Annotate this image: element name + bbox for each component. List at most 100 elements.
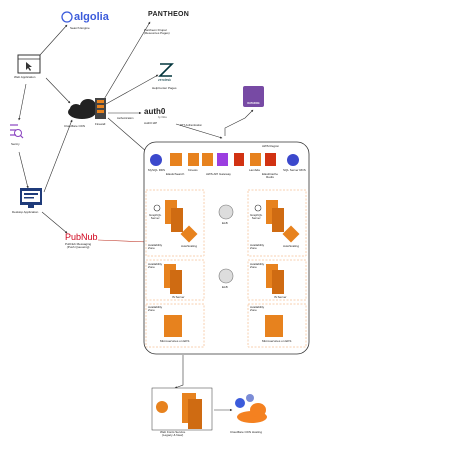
svc-label-api-gateway: AWS API Gateway: [206, 172, 231, 176]
datadog-icon: [243, 86, 264, 107]
left-zone-top: [145, 189, 205, 257]
cloudflare-cdn-icon: [68, 99, 96, 119]
left-microservices-icon: [164, 315, 182, 337]
edge-aws-webfonts: [174, 355, 184, 389]
left-zone2-label: Availability Zone: [148, 262, 163, 270]
svc-label-sql-server: SQL Server RDS: [283, 168, 306, 172]
left-graphql-label: GraphQL Server: [149, 213, 162, 221]
left-microservices-label: Microservices on EKS: [160, 339, 190, 343]
svc-label-kinesis: Kinesis: [188, 168, 198, 172]
right-autoscaling-icon: [282, 225, 300, 243]
right-autoscaling-label: AutoScaling: [283, 244, 300, 248]
elb-bottom-icon: [218, 268, 234, 284]
left-zone3-label: Availability Zone: [148, 305, 163, 313]
web-fonts-icon: [151, 387, 213, 431]
auth0-logo: auth0: [144, 107, 166, 116]
elasticsearch-icon: [170, 153, 182, 166]
datadog-logo: DATADOG: [247, 102, 260, 105]
left-is-server-icon-2: [170, 270, 182, 294]
graphql-icon: [153, 204, 161, 212]
edge-auth0-aws: [175, 123, 223, 139]
edge-sentry-desktop: [18, 151, 29, 189]
sentry-label: Sentry: [11, 142, 20, 146]
right-zone-mid: [247, 259, 307, 301]
edge-webapp-sentry: [18, 83, 27, 121]
graphql-server-icon-stack-r2: [272, 208, 284, 232]
edge-firewall-zendesk: [105, 74, 159, 105]
algolia-icon: [61, 11, 73, 23]
algolia-label: Search Engine: [70, 26, 90, 30]
right-zone-label: Availability Zone: [250, 243, 265, 251]
left-autoscaling-label: AutoScaling: [181, 244, 198, 248]
notification-icon: [234, 153, 244, 166]
left-zone-mid: [145, 259, 205, 301]
zendesk-icon: [158, 63, 174, 77]
cf-hosting-label: Cloudflare CDN Hosting: [230, 430, 263, 434]
mysql-rds-icon: [150, 154, 162, 166]
api-gateway-icon: [217, 153, 228, 166]
right-is-server-label: IS Server: [274, 295, 287, 299]
right-is-server-icon-2: [272, 270, 284, 294]
right-zone2-label: Availability Zone: [250, 262, 265, 270]
elb-bottom-label: ELB: [222, 285, 228, 289]
edge-aws-datadog: [224, 109, 254, 136]
kinesis-icon-2: [202, 153, 213, 166]
right-microservices-icon: [265, 315, 283, 337]
left-zone-label: Availability Zone: [148, 243, 163, 251]
auth0-sublabel: by Okta: [158, 116, 167, 119]
lambda-icon: [250, 153, 261, 166]
right-zone-icons: [254, 200, 300, 337]
edge-label-rtt-auth: RTT Authentication: [180, 124, 202, 127]
pubnub-logo: PubNub: [65, 232, 98, 242]
auth0-label: Auth0 IdP: [144, 121, 158, 125]
elb-top-icon: [218, 204, 234, 220]
web-fonts-label: Web Fonts Service (Legacy & New): [160, 430, 186, 438]
web-app-label: Web Application: [14, 75, 36, 79]
edge-firewall-pantheon: [102, 21, 151, 102]
zendesk-label: HelpCenter Pages: [152, 86, 177, 90]
right-zone-top: [247, 189, 307, 257]
edge-webapp-cloudflare: [45, 77, 71, 104]
firewall-label: Firewall: [95, 122, 106, 126]
edges: [18, 21, 254, 412]
left-zone-bottom: [145, 303, 205, 348]
svc-label-elasticache: ElastiCache Redis: [262, 172, 279, 180]
sentry-icon: [10, 124, 24, 139]
left-zone-icons: [153, 200, 198, 337]
kinesis-icon: [188, 153, 199, 166]
graphql-icon-r: [254, 204, 262, 212]
availability-zones: [145, 189, 307, 348]
edge-desktop-pubnub: [41, 211, 68, 234]
edge-webapp-algolia: [39, 24, 68, 56]
elb-top-label: ELB: [222, 221, 228, 225]
pantheon-logo: PANTHEON: [148, 11, 190, 18]
elasticache-icon: [265, 153, 276, 166]
firewall-icon: [95, 98, 106, 119]
right-zone3-label: Availability Zone: [250, 305, 265, 313]
aws-region-label: AWS Region: [262, 144, 280, 148]
cf-hosting-icon: [235, 394, 267, 423]
right-graphql-label: GraphQL Server: [250, 213, 263, 221]
algolia-logo: algolia: [74, 11, 109, 23]
svc-label-lambda: Lambda: [249, 168, 260, 172]
desktop-app-icon: [20, 188, 42, 208]
pantheon-label: Pantheon Drupal (Resources Pages): [144, 28, 170, 36]
sql-server-rds-icon: [287, 154, 299, 166]
edge-label-authentication: Authentication: [117, 117, 134, 120]
right-microservices-label: Microservices on EKS: [262, 339, 292, 343]
cloudflare-label: Cloudflare CDN: [64, 124, 86, 128]
aws-region-box: [143, 141, 310, 355]
pubnub-label: PubNub Messaging (Push Queueing): [65, 242, 92, 250]
right-zone-bottom: [247, 303, 307, 348]
edge-pubnub-aws: [97, 239, 149, 244]
edge-firewall-aws: [107, 117, 148, 153]
graphql-server-icon-stack-2: [171, 208, 183, 232]
aws-service-icons: [150, 153, 299, 166]
left-autoscaling-icon: [180, 225, 198, 243]
web-app-icon: [17, 54, 41, 74]
zendesk-logo: zendesk: [158, 78, 172, 82]
edge-desktop-cloudflare: [43, 119, 73, 193]
desktop-app-label: Desktop Application: [12, 210, 39, 214]
